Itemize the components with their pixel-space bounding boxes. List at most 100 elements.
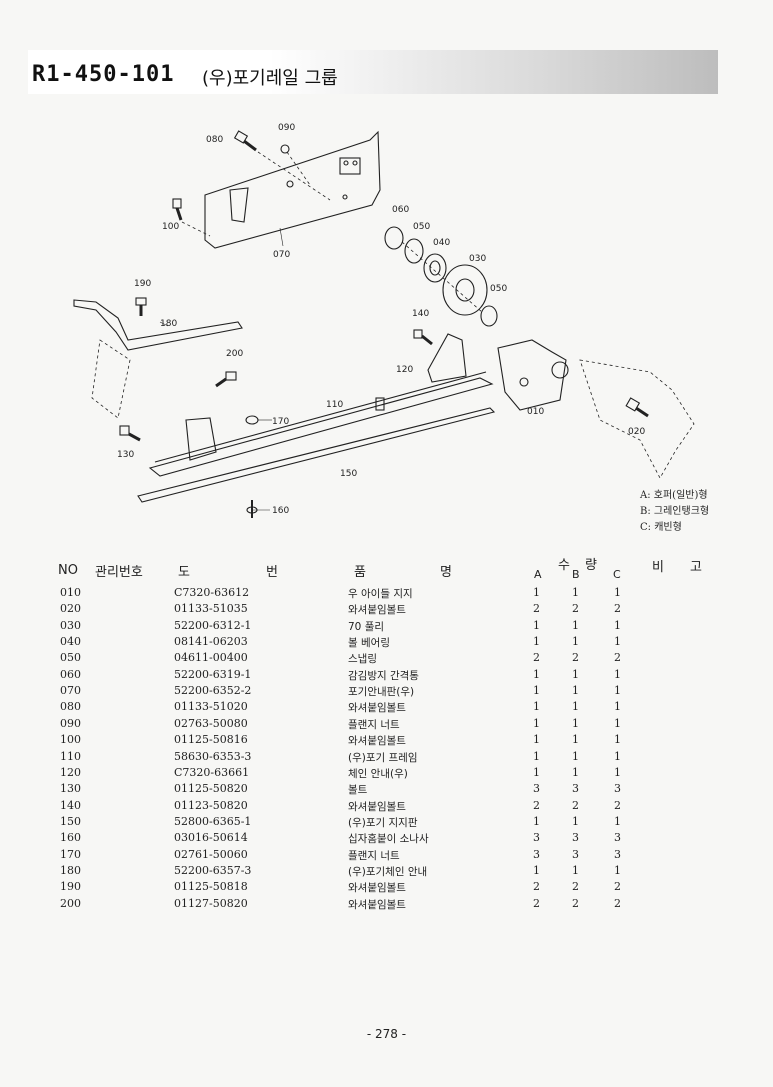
qty-c: 1 [614,863,621,877]
part-code: 03016-50614 [174,831,248,845]
variant-legend: A: 호퍼(일반)형 B: 그레인탱크형 C: 캐빈형 [640,488,709,536]
part-no: 030 [60,618,81,632]
qty-b: 2 [572,651,579,665]
callout-100: 100 [162,222,179,232]
part-name: 플랜지 너트 [348,849,400,862]
qty-b: 2 [572,798,579,812]
part-code: 52200-6352-2 [174,684,252,698]
part-name: 와셔붙임볼트 [348,800,406,813]
part-100-bolt [172,198,183,221]
qty-a: 2 [533,880,540,894]
part-code: 01125-50816 [174,733,248,747]
header-mgmt-no: 관리번호 [95,565,143,580]
qty-a: 2 [533,602,540,616]
part-no: 090 [60,716,81,730]
part-name: 와셔붙임볼트 [348,702,406,715]
part-no: 100 [60,733,81,747]
part-130-bolt [119,425,141,442]
qty-c: 1 [614,733,621,747]
header-name-2: 명 [440,565,452,580]
header-no: NO [58,563,78,578]
part-name: 와셔붙임볼트 [348,735,406,748]
qty-c: 1 [614,684,621,698]
part-020-bolt [625,397,649,418]
part-no: 020 [60,602,81,616]
qty-a: 1 [533,667,540,681]
qty-b: 1 [572,814,579,828]
header-qty-c: C [613,568,621,581]
header-drawing-2: 번 [266,565,278,580]
qty-c: 1 [614,635,621,649]
qty-c: 3 [614,782,621,796]
header-drawing-1: 도 [178,565,190,580]
qty-c: 2 [614,798,621,812]
part-code: 01123-50820 [174,798,248,812]
part-code: 01133-51020 [174,700,248,714]
callout-120: 120 [396,365,413,375]
part-no: 060 [60,667,81,681]
callout-190: 190 [134,279,151,289]
qty-c: 2 [614,896,621,910]
part-name: 70 풀리 [348,620,385,633]
part-no: 080 [60,700,81,714]
qty-b: 2 [572,602,579,616]
legend-item-a: A: 호퍼(일반)형 [640,490,708,501]
part-name: 십자홈붙이 소나사 [348,833,429,846]
callout-020: 020 [628,427,645,437]
part-120-chain-guide [427,333,467,383]
qty-c: 2 [614,602,621,616]
part-no: 150 [60,814,81,828]
qty-c: 1 [614,765,621,779]
part-110-frame [148,377,494,477]
part-name: (우)포기체인 안내 [348,865,428,878]
part-name: 포기안내판(우) [348,686,415,699]
callout-070: 070 [273,250,290,260]
part-030-pulley [442,264,488,316]
header-qty-a: A [534,568,542,581]
part-no: 050 [60,651,81,665]
part-name: 플랜지 너트 [348,718,400,731]
callout-050-b: 050 [490,284,507,294]
header-remark-1: 비 [652,560,664,575]
callout-080: 080 [206,135,223,145]
header-name-1: 품 [354,565,366,580]
legend-item-c: C: 캐빈형 [640,522,682,533]
qty-b: 1 [572,586,579,599]
part-no: 190 [60,880,81,894]
header-qty-2: 량 [585,558,597,573]
part-name: 와셔붙임볼트 [348,604,406,617]
qty-b: 3 [572,847,579,861]
part-no: 140 [60,798,81,812]
qty-a: 1 [533,684,540,698]
header-band [28,50,718,94]
qty-c: 1 [614,700,621,714]
part-code: 01133-51035 [174,602,248,616]
qty-a: 1 [533,635,540,649]
qty-a: 1 [533,733,540,747]
part-code: 02763-50080 [174,716,248,730]
qty-c: 2 [614,880,621,894]
part-no: 040 [60,635,81,649]
qty-a: 1 [533,618,540,632]
part-040-bearing [423,253,447,283]
qty-b: 1 [572,765,579,779]
part-050-snap-ring [404,238,424,264]
callout-110: 110 [326,400,343,410]
qty-b: 1 [572,733,579,747]
callout-labels: 080 090 100 070 060 050 040 030 050 190 … [117,123,645,516]
part-name: 체인 안내(우) [348,767,408,780]
part-code: 08141-06203 [174,635,248,649]
callout-130: 130 [117,450,134,460]
part-190-bolt [135,297,147,316]
legend-item-b: B: 그레인탱크형 [640,506,710,517]
part-200-bolt [215,371,237,388]
